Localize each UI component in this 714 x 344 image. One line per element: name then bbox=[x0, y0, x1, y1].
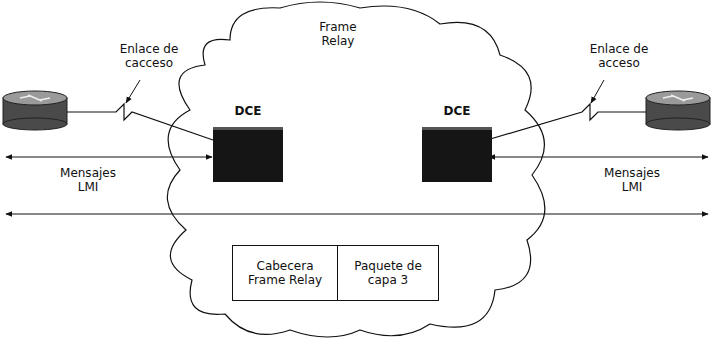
leader-arrow bbox=[126, 80, 140, 103]
lmi-label: Mensajes LMI bbox=[596, 166, 668, 195]
access-link bbox=[487, 104, 646, 140]
lmi-arrow bbox=[489, 157, 708, 158]
access-link bbox=[67, 104, 213, 140]
cloud-title: Frame Relay bbox=[308, 20, 368, 49]
end-to-end-arrow bbox=[6, 214, 708, 215]
dce-device: DCE bbox=[419, 104, 495, 182]
device-label: DCE bbox=[210, 104, 286, 118]
field-text: Cabecera Frame Relay bbox=[241, 259, 329, 288]
link-label: Enlace de cacceso bbox=[112, 42, 186, 71]
network-cloud: Frame RelayDCE DCE Cabecera Frame Relay Paq… bbox=[150, 0, 560, 344]
router-icon bbox=[646, 91, 710, 130]
field-text: Paquete de capa 3 bbox=[346, 259, 430, 288]
leader-arrow bbox=[591, 80, 604, 103]
frame-field: Cabecera Frame Relay bbox=[232, 245, 338, 301]
lmi-arrow bbox=[6, 157, 212, 158]
dce-box bbox=[422, 127, 492, 182]
frame-field: Paquete de capa 3 bbox=[337, 245, 439, 301]
link-label: Enlace de acceso bbox=[582, 42, 656, 71]
lmi-label: Mensajes LMI bbox=[52, 166, 124, 195]
dce-device: DCE bbox=[210, 104, 286, 182]
device-label: DCE bbox=[419, 104, 495, 118]
router-icon bbox=[3, 91, 67, 130]
dce-box bbox=[213, 127, 283, 182]
